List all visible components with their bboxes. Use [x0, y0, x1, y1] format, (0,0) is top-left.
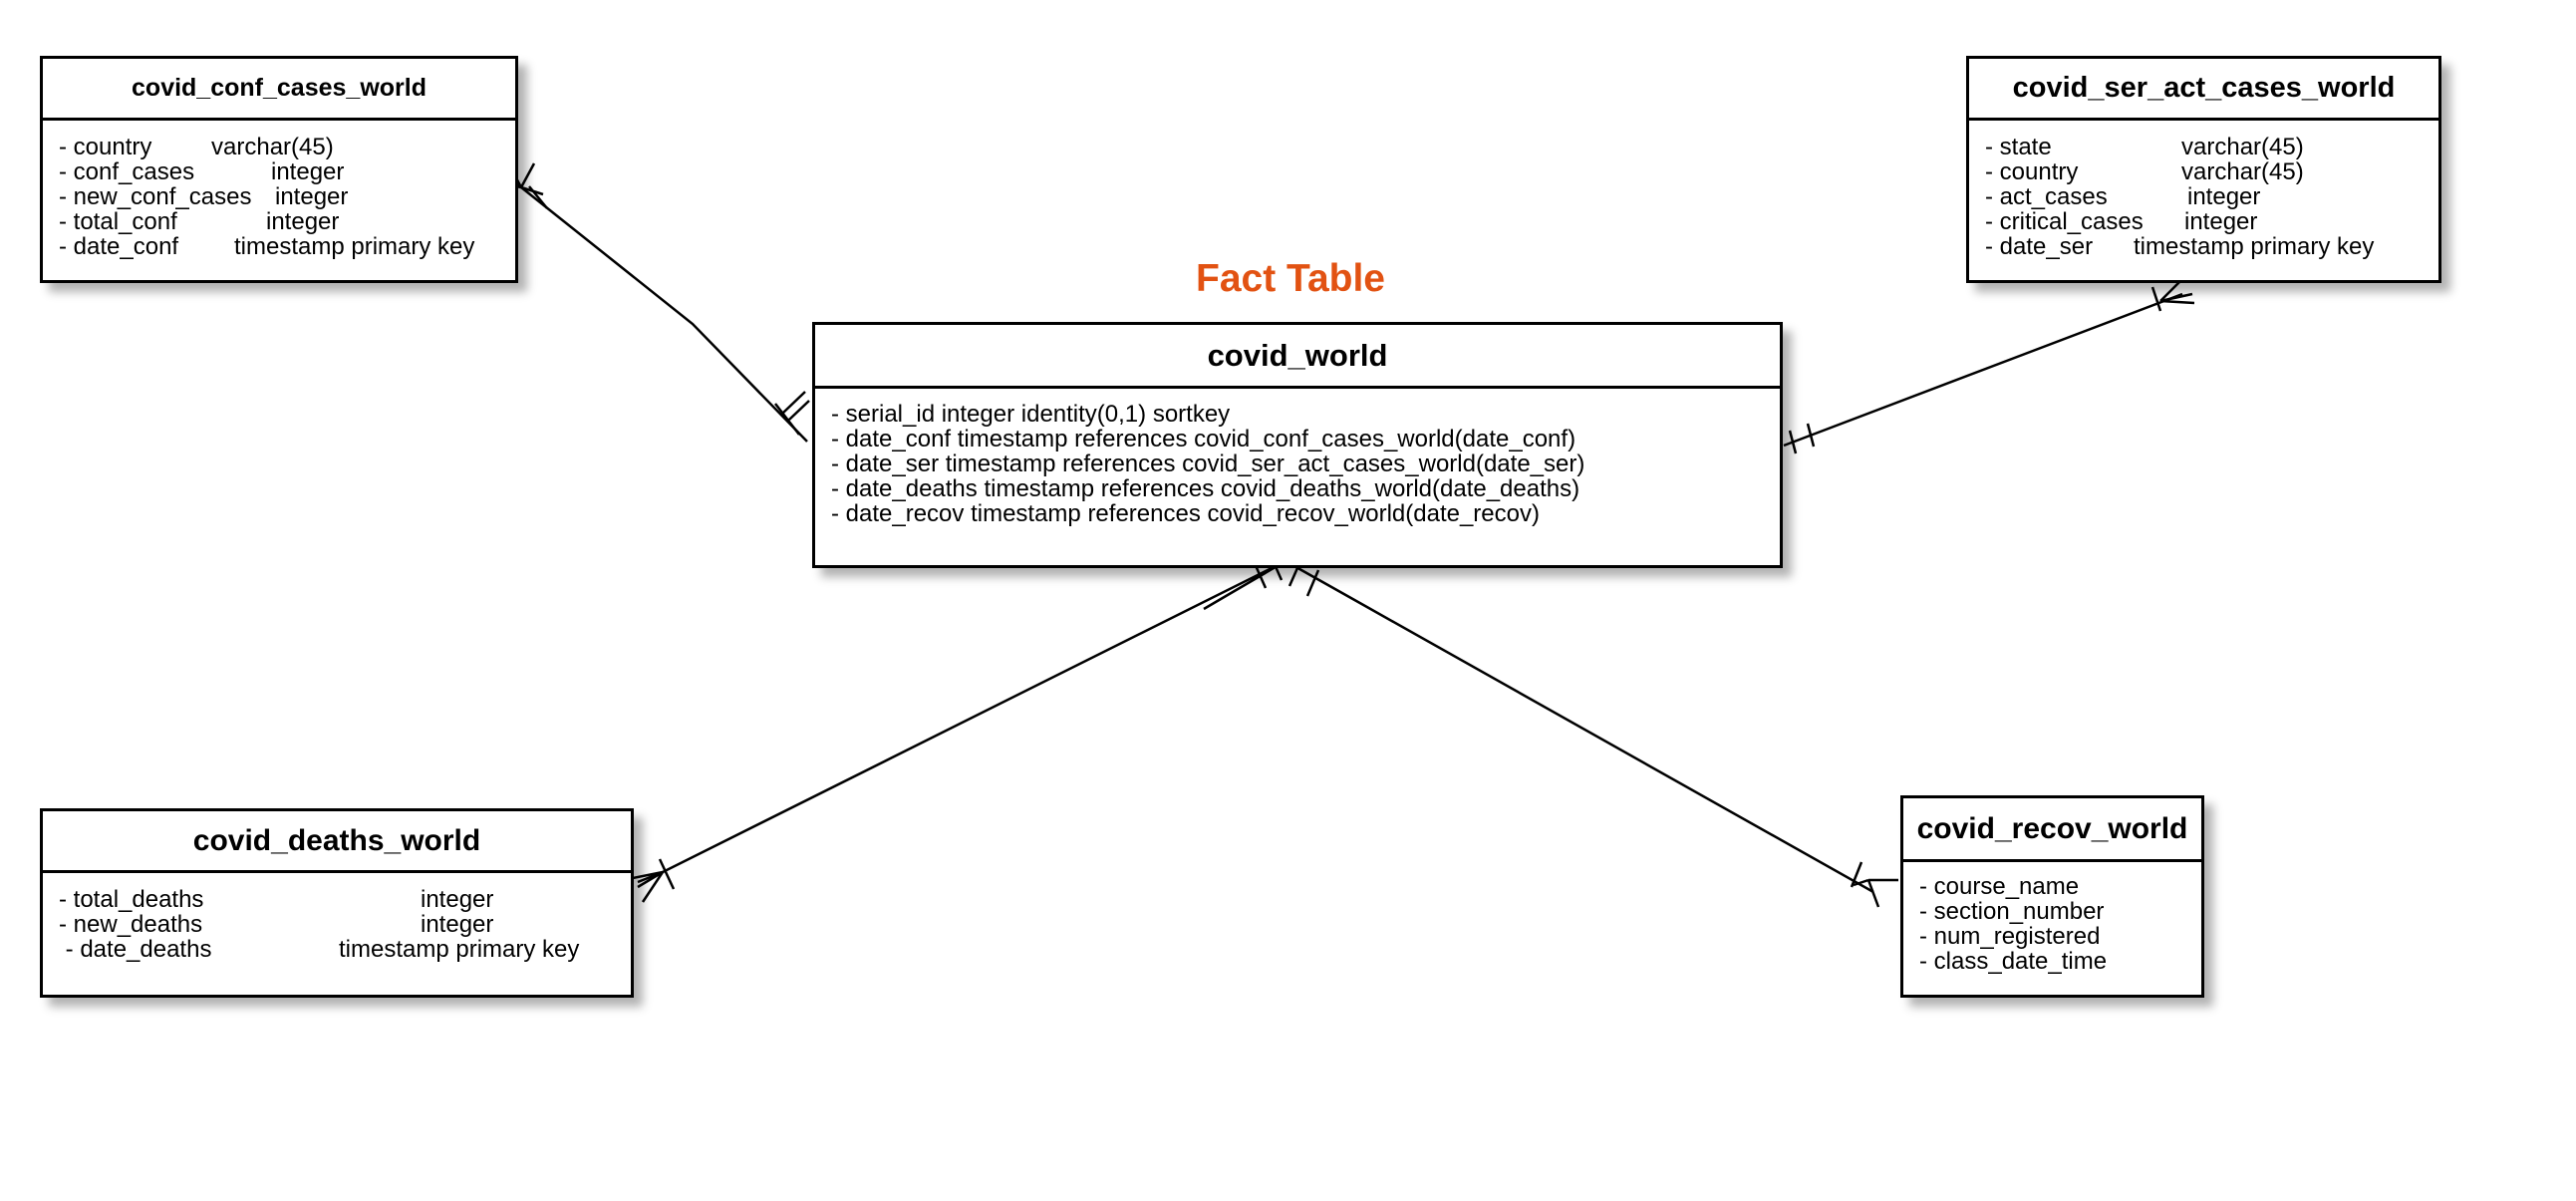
entity-title: covid_ser_act_cases_world [1969, 59, 2438, 121]
attribute-name: - country [1985, 158, 2079, 185]
attribute-name: - total_deaths [59, 886, 204, 913]
entity-attributes: - total_deaths integer - new_deaths inte… [43, 873, 631, 962]
attribute-row: - serial_id integer identity(0,1) sortke… [831, 401, 1231, 428]
attribute-type: integer [271, 158, 345, 185]
attribute-row: - act_cases integer [1985, 184, 2438, 209]
entity-title: covid_conf_cases_world [43, 59, 515, 121]
attribute-row: - course_name [1919, 873, 2080, 900]
attribute-name: - act_cases [1985, 183, 2108, 210]
fact-table-label: Fact Table [1196, 257, 1385, 300]
attribute-name: - conf_cases [59, 158, 195, 185]
attribute-type: varchar(45) [2181, 134, 2304, 160]
connector-conf-world [505, 174, 808, 443]
attribute-type: integer [421, 886, 494, 913]
entity-attributes: - serial_id integer identity(0,1) sortke… [815, 389, 1780, 526]
attribute-type: integer [266, 208, 340, 235]
double-bar-world-conf [774, 391, 810, 436]
entity-title: covid_recov_world [1903, 798, 2201, 862]
bar-ser [2150, 286, 2162, 312]
attribute-row: - date_ser timestamp primary key [1985, 234, 2438, 259]
attribute-name: - total_conf [59, 208, 177, 235]
attribute-row: - date_deaths timestamp primary key [59, 937, 631, 962]
attribute-row: - section_number [1919, 898, 2105, 925]
attribute-row: - date_deaths timestamp references covid… [831, 475, 1580, 502]
attribute-row: - country varchar(45) [59, 135, 515, 159]
attribute-type: integer [275, 183, 349, 210]
crowfoot-recov [1853, 878, 1898, 908]
connector-world-deaths [637, 559, 1287, 884]
bar-recov [1850, 861, 1863, 888]
attribute-name: - date_deaths [59, 936, 212, 963]
entity-covid-ser-act-cases-world[interactable]: covid_ser_act_cases_world - state varcha… [1966, 56, 2441, 283]
attribute-type: integer [2187, 183, 2261, 210]
entity-title: covid_world [815, 325, 1780, 389]
attribute-type: varchar(45) [211, 134, 334, 160]
double-bar-world-ser [1788, 423, 1816, 454]
attribute-type: varchar(45) [2181, 158, 2304, 185]
bar-deaths [658, 858, 676, 890]
attribute-name: - new_deaths [59, 911, 203, 938]
entity-covid-world[interactable]: covid_world - serial_id integer identity… [812, 322, 1783, 568]
entity-attributes: - state varchar(45) - country varchar(45… [1969, 121, 2438, 259]
attribute-name: - date_ser [1985, 233, 2094, 260]
attribute-row: - conf_cases integer [59, 159, 515, 184]
attribute-type: timestamp primary key [339, 936, 580, 963]
entity-title: covid_deaths_world [43, 811, 631, 873]
attribute-row: - date_recov timestamp references covid_… [831, 500, 1540, 527]
attribute-row: - new_deaths integer [59, 912, 631, 937]
attribute-name: - country [59, 134, 152, 160]
entity-covid-deaths-world[interactable]: covid_deaths_world - total_deaths intege… [40, 808, 634, 998]
attribute-name: - new_conf_cases [59, 183, 252, 210]
attribute-type: integer [421, 911, 494, 938]
attribute-row: - date_conf timestamp primary key [59, 234, 515, 259]
attribute-type: timestamp primary key [234, 233, 475, 260]
attribute-row: - date_conf timestamp references covid_c… [831, 426, 1576, 452]
attribute-name: - date_conf [59, 233, 179, 260]
attribute-row: - state varchar(45) [1985, 135, 2438, 159]
connector-strokes [504, 158, 2195, 908]
attribute-row: - num_registered [1919, 923, 2101, 950]
entity-covid-conf-cases-world[interactable]: covid_conf_cases_world - country varchar… [40, 56, 518, 283]
attribute-row: - total_deaths integer [59, 887, 631, 912]
bar-conf [528, 185, 548, 209]
attribute-row: - date_ser timestamp references covid_se… [831, 450, 1585, 477]
attribute-row: - class_date_time [1919, 948, 2108, 975]
attribute-row: - total_conf integer [59, 209, 515, 234]
attribute-row: - critical_cases integer [1985, 209, 2438, 234]
entity-attributes: - country varchar(45) - conf_cases integ… [43, 121, 515, 259]
attribute-row: - country varchar(45) [1985, 159, 2438, 184]
attribute-type: timestamp primary key [2134, 233, 2375, 260]
entity-attributes: - course_name - section_number - num_reg… [1903, 862, 2201, 974]
attribute-name: - critical_cases [1985, 208, 2144, 235]
attribute-type: integer [2184, 208, 2258, 235]
attribute-row: - new_conf_cases integer [59, 184, 515, 209]
attribute-name: - state [1985, 134, 2052, 160]
connector-ser-world [1783, 292, 2183, 448]
entity-covid-recov-world[interactable]: covid_recov_world - course_name - sectio… [1900, 795, 2204, 998]
connector-world-recov [1285, 559, 1874, 894]
